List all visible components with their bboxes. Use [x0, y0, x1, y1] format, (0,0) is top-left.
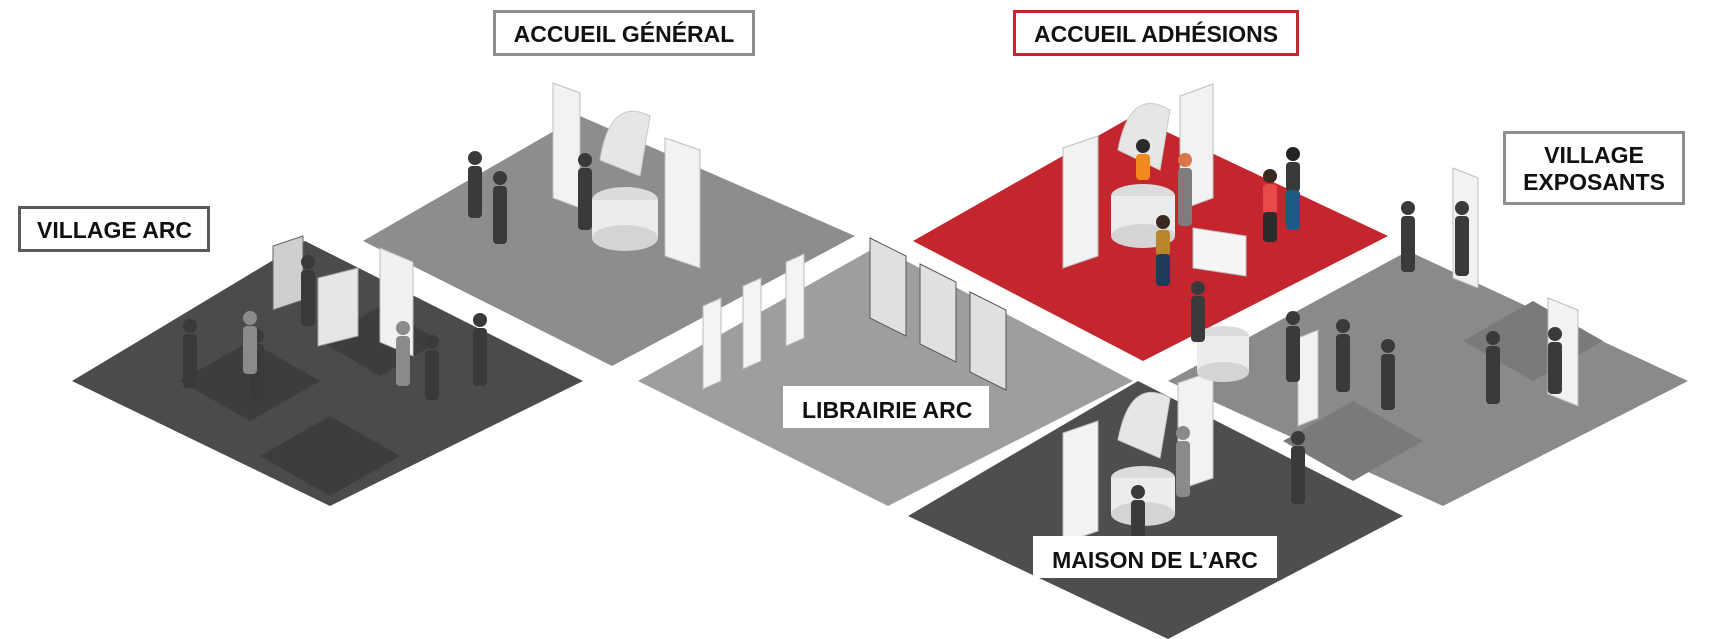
floor-librairie — [638, 246, 1133, 506]
label-village-exposants-line1: VILLAGE — [1544, 142, 1644, 168]
booth-maison-arc — [1062, 370, 1214, 544]
visitors — [183, 139, 1562, 540]
label-maison-arc: MAISON DE L’ARC — [1033, 536, 1277, 578]
booth-accueil-general — [552, 82, 701, 269]
label-librairie-arc: LIBRAIRIE ARC — [783, 386, 989, 428]
label-accueil-adhesions: ACCUEIL ADHÉSIONS — [1013, 10, 1299, 56]
label-village-arc: VILLAGE ARC — [18, 206, 210, 252]
label-village-exposants-line2: EXPOSANTS — [1523, 169, 1665, 195]
label-maison-arc-text: MAISON DE L’ARC — [1052, 547, 1258, 573]
label-village-arc-text: VILLAGE ARC — [37, 217, 193, 243]
label-village-exposants: VILLAGE EXPOSANTS — [1503, 131, 1685, 205]
visitors-accueil-adhesions — [1136, 139, 1300, 286]
booth-counter-exposants — [1197, 326, 1249, 382]
label-librairie-arc-text: LIBRAIRIE ARC — [802, 397, 973, 423]
label-accueil-adhesions-text: ACCUEIL ADHÉSIONS — [1033, 21, 1279, 47]
librairie-display-stands — [702, 237, 1007, 391]
label-accueil-general: ACCUEIL GÉNÉRAL — [493, 10, 755, 56]
booth-accueil-adhesions — [1062, 83, 1247, 277]
floor-village-arc — [72, 241, 583, 506]
label-accueil-general-text: ACCUEIL GÉNÉRAL — [513, 21, 735, 47]
